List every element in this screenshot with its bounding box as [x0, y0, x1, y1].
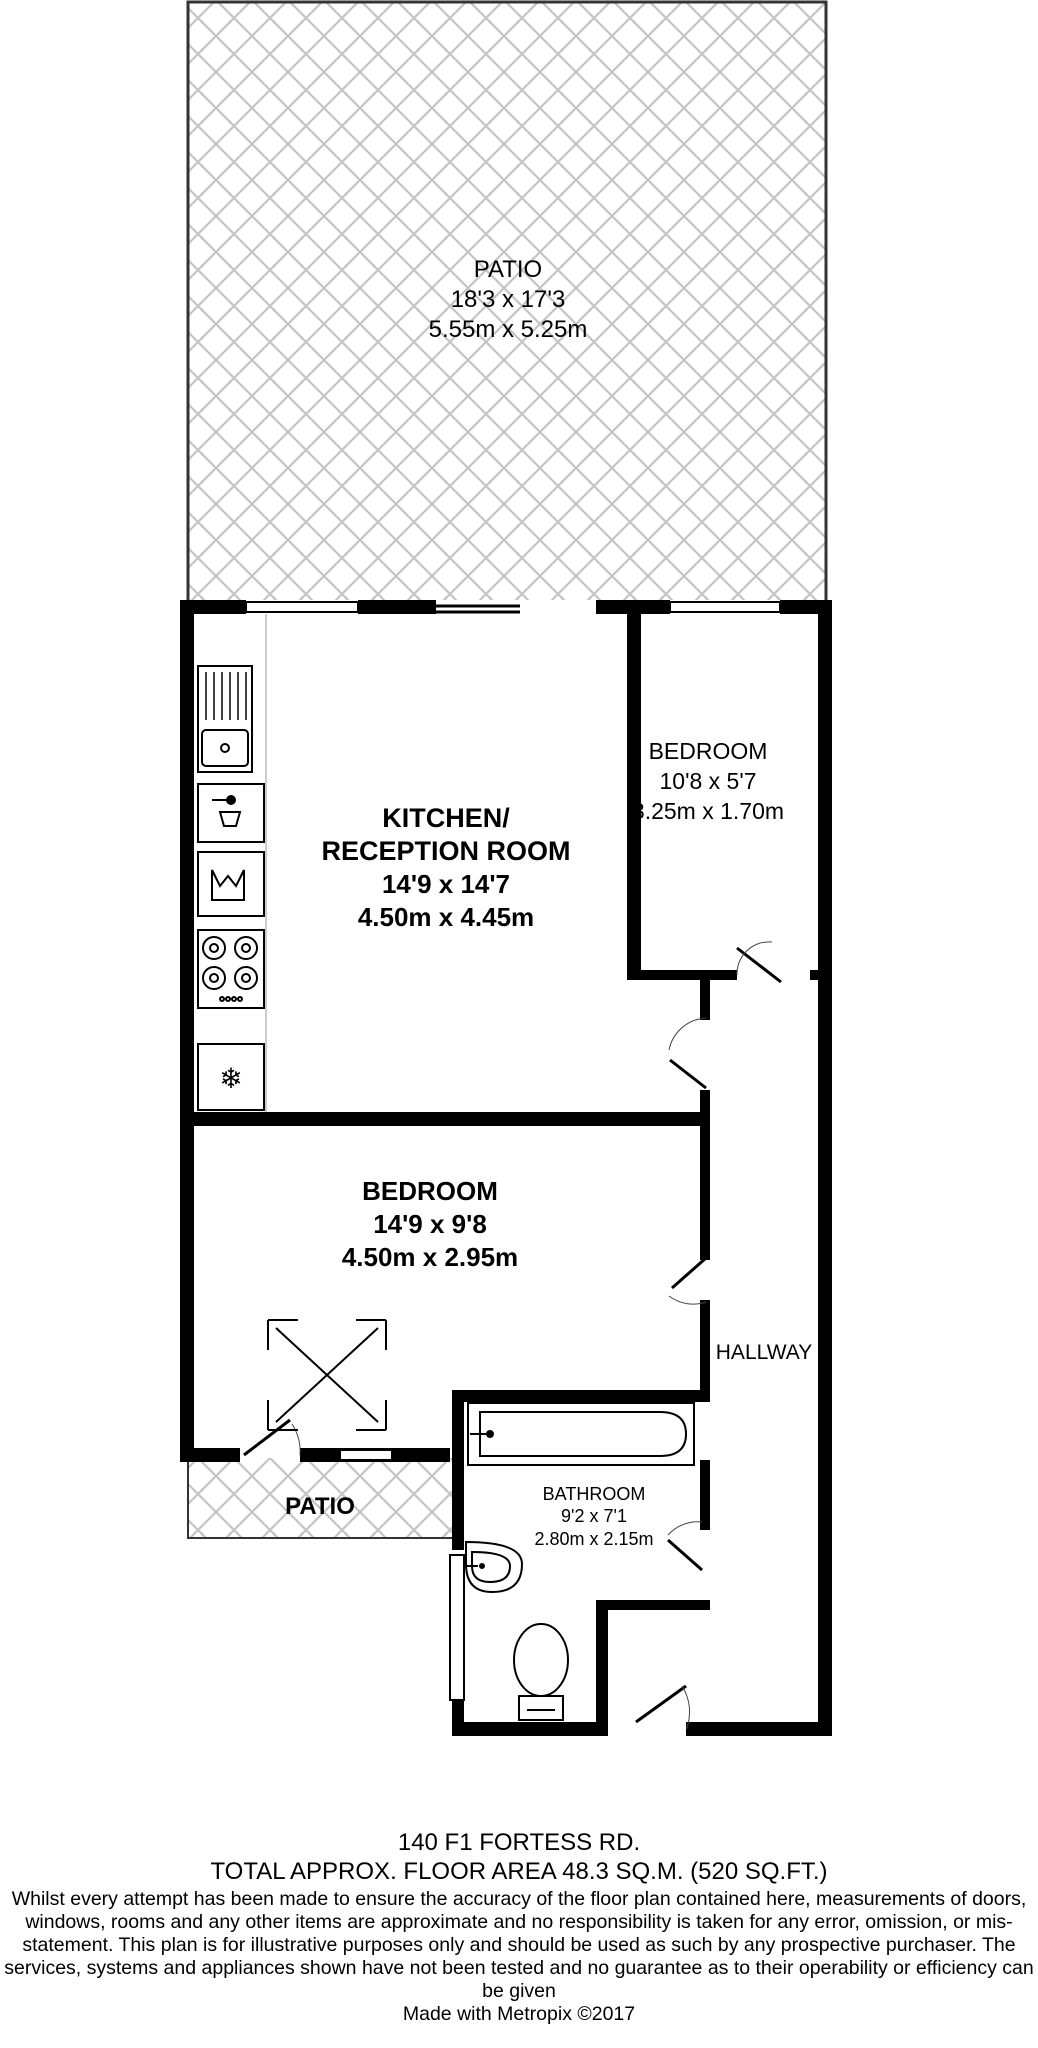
skylight	[267, 1319, 387, 1431]
toilet-icon	[513, 1623, 569, 1721]
plan-footer: 140 F1 FORTESS RD. TOTAL APPROX. FLOOR A…	[0, 1828, 1038, 2026]
metropix-credit: Made with Metropix ©2017	[402, 2003, 636, 2025]
patio-top-name: PATIO	[474, 256, 542, 283]
bedroom-small-metric: 3.25m x 1.70m	[632, 798, 784, 824]
sink-icon	[197, 665, 253, 773]
patio-small-name: PATIO	[285, 1493, 355, 1520]
washing-machine-icon	[197, 851, 265, 917]
fridge-icon: ❄	[197, 1043, 265, 1111]
patio-small	[187, 1458, 452, 1539]
kitchen-name-1: KITCHEN/	[382, 803, 510, 833]
bathroom-name: BATHROOM	[543, 1484, 646, 1504]
bedroom-small-name: BEDROOM	[649, 738, 768, 764]
patio-top-imperial: 18'3 x 17'3	[451, 286, 566, 313]
patio-door	[436, 604, 520, 614]
total-floor-area: TOTAL APPROX. FLOOR AREA 48.3 SQ.M. (520…	[210, 1858, 828, 1885]
bedroom-large-imperial: 14'9 x 9'8	[373, 1209, 487, 1239]
disclaimer-text: Whilst every attempt has been made to en…	[4, 1888, 1034, 2002]
windows	[245, 601, 781, 1701]
hallway-name: HALLWAY	[716, 1341, 812, 1364]
hob-icon	[197, 929, 265, 1009]
property-address: 140 F1 FORTESS RD.	[397, 1829, 641, 1856]
bath-icon	[467, 1402, 695, 1466]
washbasin-icon	[465, 1540, 524, 1594]
bathroom-metric: 2.80m x 2.15m	[534, 1529, 653, 1549]
patio-top-metric: 5.55m x 5.25m	[429, 316, 588, 343]
bathroom-imperial: 9'2 x 7'1	[561, 1506, 627, 1526]
bedroom-small-imperial: 10'8 x 5'7	[659, 768, 756, 794]
bedroom-large-metric: 4.50m x 2.95m	[342, 1242, 518, 1272]
room-labels: PATIO 18'3 x 17'3 5.55m x 5.25m KITCHEN/…	[285, 256, 812, 1549]
bathroom-fittings	[465, 1402, 695, 1721]
kitchen-imperial: 14'9 x 14'7	[382, 869, 510, 899]
walls	[180, 600, 832, 1736]
dishwasher-icon	[197, 783, 265, 843]
kitchen-fittings: ❄	[197, 614, 267, 1112]
svg-text:❄: ❄	[219, 1062, 242, 1095]
bedroom-large-name: BEDROOM	[362, 1176, 498, 1206]
patio-top	[186, 0, 828, 600]
door-swings	[243, 941, 782, 1731]
floor-plan: ❄ PATIO 18'3 x 17'3	[180, 0, 832, 1736]
kitchen-metric: 4.50m x 4.45m	[358, 902, 534, 932]
kitchen-name-2: RECEPTION ROOM	[321, 836, 570, 866]
